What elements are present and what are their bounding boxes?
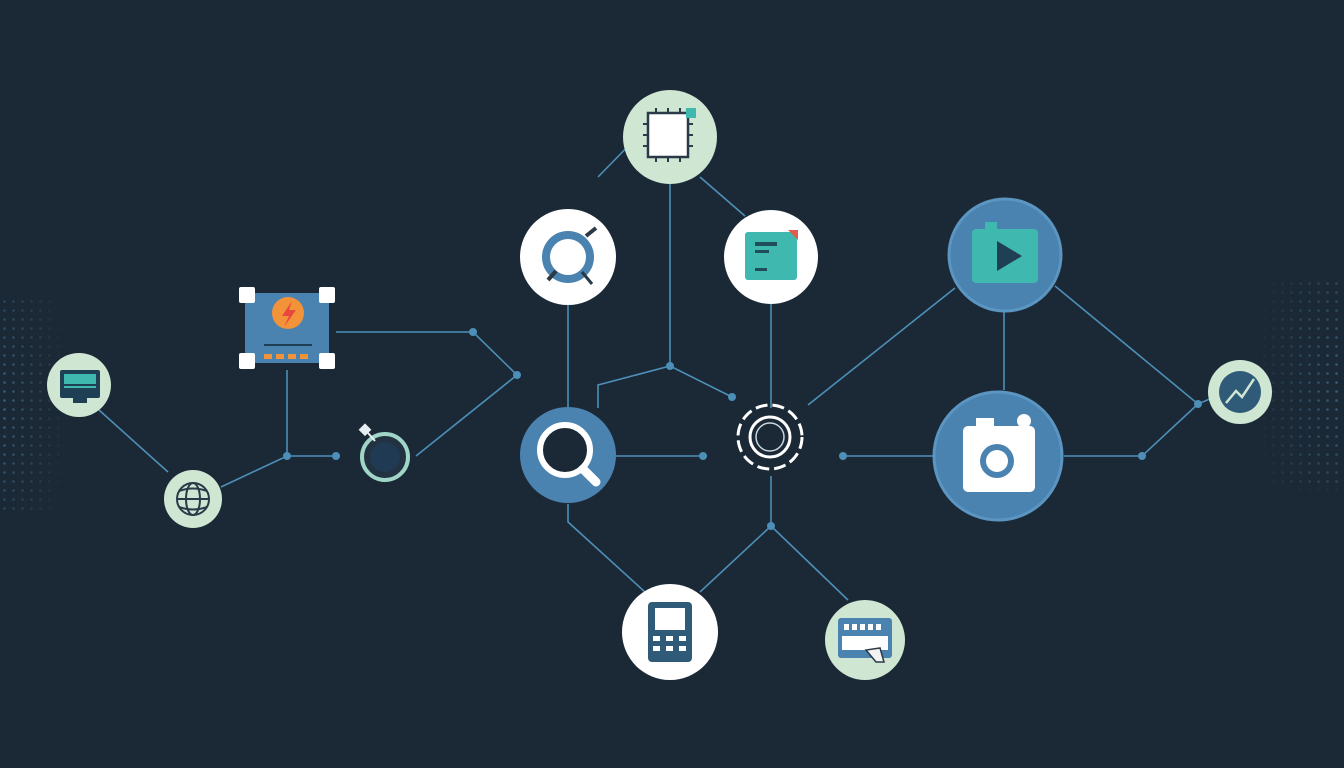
keyboard-icon (838, 618, 892, 663)
monitor-icon (60, 370, 100, 403)
monitor-node[interactable] (47, 353, 111, 417)
phone-icon (648, 602, 692, 662)
target-node[interactable] (358, 423, 410, 482)
ring-tool-icon (542, 226, 598, 285)
gear-node[interactable] (736, 403, 804, 471)
trend-icon (1219, 371, 1261, 413)
chip-icon (643, 108, 696, 162)
gear-icon (736, 403, 804, 471)
connector-lines (98, 133, 1213, 601)
camera-node[interactable] (932, 390, 1064, 522)
resize-handle-br (319, 353, 335, 369)
globe-icon (176, 482, 210, 516)
phone-node[interactable] (622, 584, 718, 680)
search-node[interactable] (520, 407, 616, 503)
resize-handle-tr (319, 287, 335, 303)
globe-node[interactable] (164, 470, 222, 528)
card-icon (745, 230, 798, 280)
ring-tool-node[interactable] (520, 209, 616, 305)
junction-dots (283, 328, 1202, 530)
camera-icon (963, 414, 1035, 492)
chip-node[interactable] (623, 90, 717, 184)
video-node[interactable] (947, 197, 1063, 313)
power-node[interactable] (239, 287, 335, 369)
keyboard-node[interactable] (825, 600, 905, 680)
search-icon (537, 422, 601, 487)
trend-node[interactable] (1208, 360, 1272, 424)
video-icon (972, 222, 1038, 283)
target-icon (358, 423, 410, 482)
resize-handle-bl (239, 353, 255, 369)
card-node[interactable] (724, 210, 818, 304)
power-icon (264, 297, 312, 359)
resize-handle-tl (239, 287, 255, 303)
